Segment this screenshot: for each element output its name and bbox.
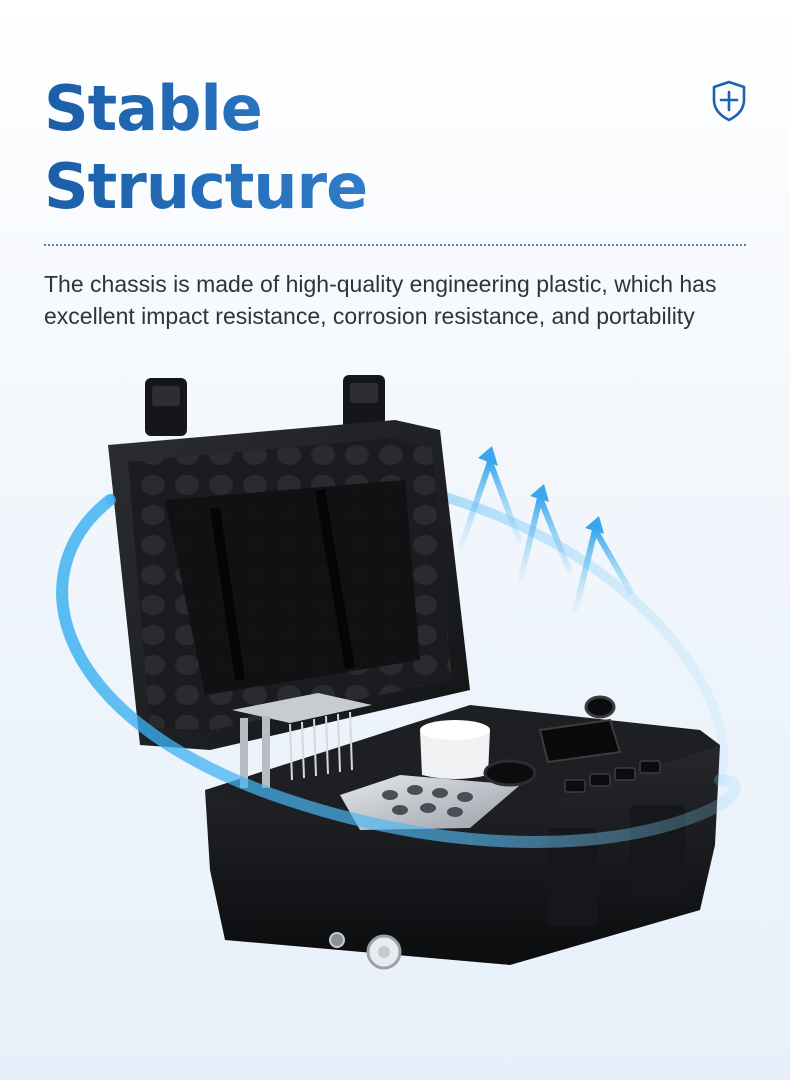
- control-knob: [584, 695, 616, 719]
- display-window: [538, 718, 622, 764]
- product-scene: [56, 375, 741, 970]
- gas-connector: [329, 932, 345, 948]
- round-pad: [483, 759, 537, 787]
- page-title: Stable Structure: [44, 70, 367, 226]
- description-text: The chassis is made of high-quality engi…: [44, 271, 717, 329]
- dotted-divider: [44, 244, 746, 246]
- mesh-pocket: [165, 480, 420, 695]
- side-latch: [548, 828, 598, 926]
- needle-rack-plate: [232, 693, 372, 723]
- shield-plus-icon: [712, 80, 746, 122]
- heating-block: [340, 775, 520, 830]
- title-line-1: Stable: [44, 72, 262, 145]
- title-line-2: Structure: [44, 150, 368, 223]
- upward-arrows: [457, 446, 635, 613]
- control-buttons: [564, 760, 661, 793]
- ring-front: [56, 494, 741, 848]
